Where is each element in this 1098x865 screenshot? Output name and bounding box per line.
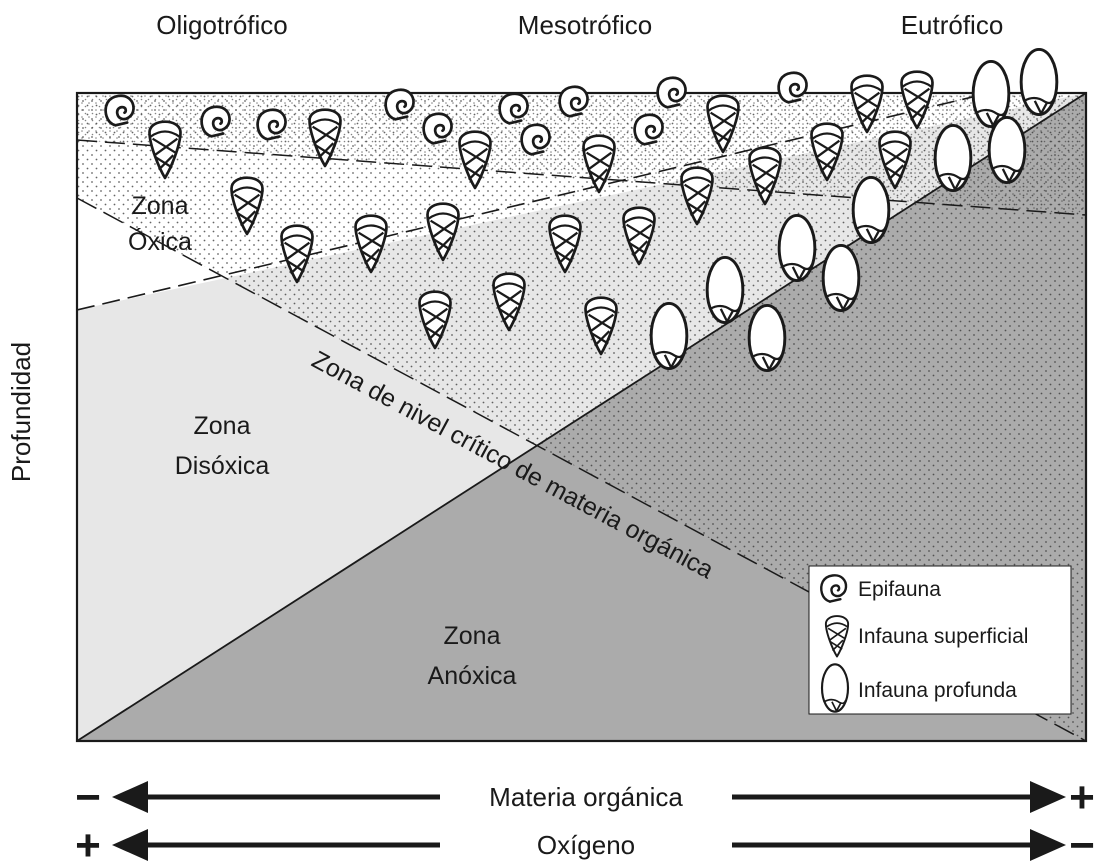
legend-deep-infauna-label: Infauna profunda (858, 679, 1017, 702)
legend-deep-infauna-icon (820, 663, 850, 713)
organic-matter-gradient: − Materia orgánica + (75, 773, 1095, 822)
zone-anoxic-line1: Zona (444, 622, 501, 650)
axis-label-depth: Profundidad (6, 342, 36, 482)
organic-matter-arrowhead-right (1030, 781, 1066, 813)
legend-shallow-infauna-label: Infauna superficial (858, 625, 1028, 648)
deep-infauna-icon (705, 255, 745, 325)
deep-infauna-icon (851, 175, 891, 245)
zone-dysoxic-line2: Disóxica (175, 452, 270, 480)
oxygen-left-sign: + (75, 821, 101, 865)
deep-infauna-icon (987, 115, 1027, 185)
oxygen-arrowhead-left (112, 829, 148, 861)
oxygen-arrowhead-right (1030, 829, 1066, 861)
oxygen-right-sign: − (1069, 821, 1095, 865)
organic-matter-label: Materia orgánica (489, 782, 683, 812)
deep-infauna-icon (747, 303, 787, 373)
organic-matter-arrowhead-left (112, 781, 148, 813)
top-dashed-line (76, 139, 1087, 216)
header-mesotrophic: Mesotrófico (518, 10, 652, 40)
oxygen-label: Oxígeno (537, 830, 635, 860)
legend-box (808, 565, 1072, 715)
zone-dysoxic-line1: Zona (194, 412, 251, 440)
zone-oxic-line1: Zona (132, 192, 189, 220)
legend-epifauna-label: Epifauna (858, 578, 941, 601)
deep-infauna-icon (821, 243, 861, 313)
deep-infauna-icon (777, 213, 817, 283)
anoxic-boundary-line (76, 92, 1087, 742)
zone-anoxic-line2: Anóxica (428, 662, 517, 690)
zone-oxic-line2: Óxica (128, 227, 192, 256)
critical-level-line (76, 197, 1087, 742)
organic-matter-left-sign: − (75, 773, 101, 822)
header-eutrophic: Eutrófico (901, 10, 1004, 40)
deep-infauna-icon (933, 123, 973, 193)
header-oligotrophic: Oligotrófico (156, 10, 288, 40)
legend: Epifauna Infauna superficial Infauna pro… (808, 565, 1072, 715)
organic-matter-right-sign: + (1069, 773, 1095, 822)
deep-infauna-icon (1019, 47, 1059, 117)
deep-infauna-icon (649, 301, 689, 371)
oxygen-gradient: + Oxígeno − (75, 821, 1095, 865)
